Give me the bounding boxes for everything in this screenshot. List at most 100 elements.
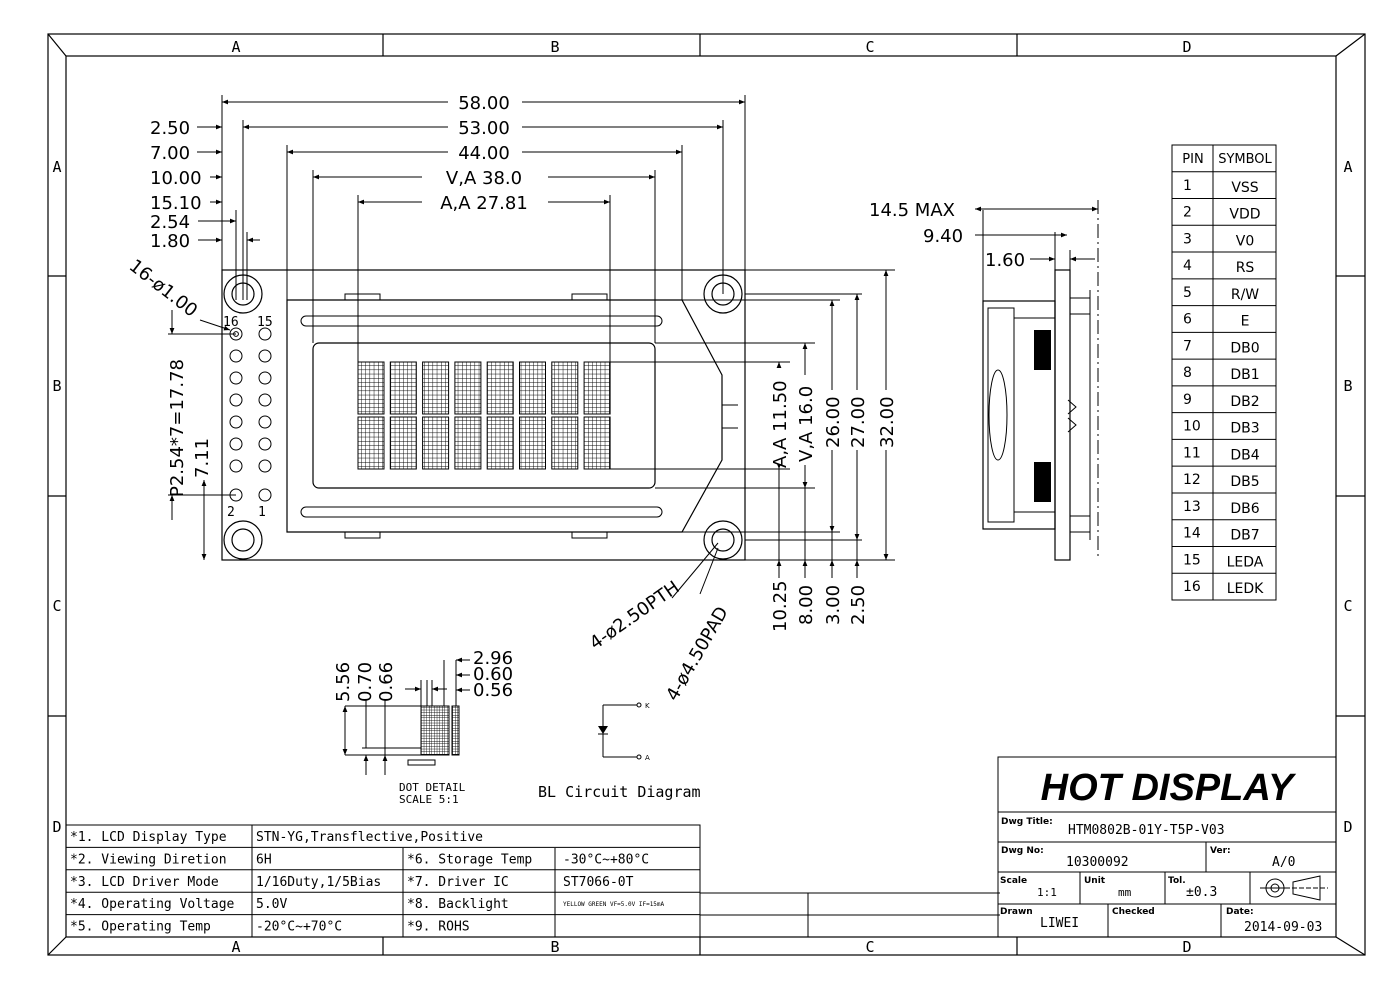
dwg-no-label: Dwg No: <box>1001 846 1044 856</box>
tol: ±0.3 <box>1186 885 1217 900</box>
character-cell <box>519 416 546 470</box>
bl-k-label: K <box>645 702 650 710</box>
spec-table: *1. LCD Display Type STN-YG,Transflective… <box>65 824 1000 938</box>
drawn-label: Drawn <box>1000 907 1033 917</box>
spec-cell: *6. Storage Temp <box>407 852 532 867</box>
pin-table-pin: 3 <box>1183 231 1192 247</box>
spec-cell: *4. Operating Voltage <box>70 897 235 912</box>
pin-table-symbol: RS <box>1236 260 1255 276</box>
pin-table-symbol: LEDK <box>1227 581 1264 597</box>
lcd-front-view: 16 15 2 1 <box>221 269 746 561</box>
dim-15-10: 15.10 <box>150 193 202 214</box>
pin-table-symbol: DB5 <box>1230 474 1259 490</box>
dot-detail: 5.56 0.70 0.66 2.96 0.60 0.56 DOT DETAIL… <box>333 648 513 806</box>
pin-hole-note: 16-ø1.00 <box>125 255 201 321</box>
dim-aa-11-50: A,A 11.50 <box>770 380 791 468</box>
grid-row-left-a: A <box>52 158 61 176</box>
spec-cell: *5. Operating Temp <box>70 920 211 935</box>
dim-2-54: 2.54 <box>150 212 190 233</box>
spec-cell: 1/16Duty,1/5Bias <box>256 875 381 890</box>
spec-cell: 6H <box>256 852 272 867</box>
side-dim-14-5: 14.5 MAX <box>869 200 955 221</box>
bl-circuit: K A BL Circuit Diagram <box>538 702 701 801</box>
grid-col-bottom-a: A <box>231 938 240 956</box>
bl-a-label: A <box>645 754 650 762</box>
projection-symbol-icon <box>1260 875 1328 901</box>
pcb-outline <box>221 269 746 561</box>
scale: 1:1 <box>1037 886 1057 899</box>
pin-label-2: 2 <box>227 505 235 520</box>
title-block: HOT DISPLAY Dwg Title: HTM0802B-01Y-T5P-… <box>997 756 1337 938</box>
pin-table-pin: 13 <box>1183 499 1201 515</box>
pin-table-header-pin: PIN <box>1182 152 1203 167</box>
pin-table-symbol: VSS <box>1231 180 1258 196</box>
spec-cell: *3. LCD Driver Mode <box>70 875 219 890</box>
dot-dim-0-56: 0.56 <box>473 680 513 701</box>
pth-note: 4-ø2.50PTH <box>586 577 684 654</box>
spec-cell: ST7066-0T <box>563 875 634 890</box>
spec-cell: *2. Viewing Diretion <box>70 852 227 867</box>
pin-notes: 16-ø1.00 P2.54*7=17.78 7.11 <box>125 255 236 560</box>
pin-table-pin: 16 <box>1183 579 1201 595</box>
pin-label-1: 1 <box>258 505 266 520</box>
spec-cell: STN-YG,Transflective,Positive <box>256 830 483 845</box>
character-cell <box>551 416 579 470</box>
pin-table-symbol: DB2 <box>1230 394 1259 410</box>
side-dim-1-60: 1.60 <box>985 250 1025 271</box>
pin-table-symbol: DB3 <box>1230 421 1259 437</box>
pin-table-symbol: DB6 <box>1230 501 1259 517</box>
bl-circuit-title: BL Circuit Diagram <box>538 783 701 801</box>
pin-table-symbol: LEDA <box>1227 554 1264 570</box>
pin-label-16: 16 <box>223 315 239 330</box>
bottom-slot <box>300 506 663 518</box>
pin-table-symbol: DB7 <box>1230 528 1259 544</box>
pin-table-pin: 14 <box>1183 526 1201 542</box>
pin-table-pin: 12 <box>1183 472 1201 488</box>
dim-10-00: 10.00 <box>150 168 202 189</box>
grid-row-right-a: A <box>1343 158 1352 176</box>
grid-labels: A B C D A B C D A B C D A B C D <box>52 38 1352 956</box>
character-cell <box>357 361 385 415</box>
pin-offset: 7.11 <box>192 438 213 478</box>
character-cell <box>357 416 385 470</box>
pin-table-pin: 8 <box>1183 365 1192 381</box>
grid-col-bottom-c: C <box>865 938 874 956</box>
dot-dim-5-56: 5.56 <box>333 662 354 702</box>
grid-row-right-c: C <box>1343 597 1352 615</box>
character-cell <box>454 361 482 415</box>
unit-label: Unit <box>1084 876 1106 886</box>
grid-col-top-c: C <box>865 38 874 56</box>
pin-table-symbol: E <box>1241 314 1250 330</box>
date-label: Date: <box>1226 907 1254 917</box>
bezel-outline <box>286 299 723 533</box>
side-pcb <box>1054 269 1071 561</box>
dim-1-80: 1.80 <box>150 231 190 252</box>
dim-58: 58.00 <box>458 93 510 114</box>
dim-44: 44.00 <box>458 143 510 164</box>
spec-cell: *1. LCD Display Type <box>70 830 227 845</box>
dot-dim-0-70: 0.70 <box>355 662 376 702</box>
dot-detail-scale: SCALE 5:1 <box>399 793 459 806</box>
spec-cell: *8. Backlight <box>407 897 509 912</box>
grid-row-left-b: B <box>52 377 61 395</box>
unit: mm <box>1118 886 1132 899</box>
bottom-dimensions: 10.25 8.00 3.00 2.50 4-ø2.50PTH 4-ø4.50P… <box>586 469 869 705</box>
checked-label: Checked <box>1112 907 1155 917</box>
character-cell <box>422 416 450 470</box>
pin-header <box>229 327 272 502</box>
spec-cell: -20°C~+70°C <box>256 920 342 935</box>
pin-label-15: 15 <box>257 315 273 330</box>
spec-cell: -30°C~+80°C <box>563 852 649 867</box>
spec-cell: 5.0V <box>256 897 287 912</box>
ver-label: Ver: <box>1210 846 1231 856</box>
character-cell <box>422 361 450 415</box>
pin-table-pin: 2 <box>1183 205 1192 221</box>
spec-cell: *9. ROHS <box>407 920 470 935</box>
character-cell <box>389 361 417 415</box>
pin-table-pin: 9 <box>1183 392 1192 408</box>
scale-label: Scale <box>1000 876 1027 886</box>
pin-table-symbol: DB4 <box>1230 447 1259 463</box>
pin-table-symbol: R/W <box>1231 287 1259 303</box>
